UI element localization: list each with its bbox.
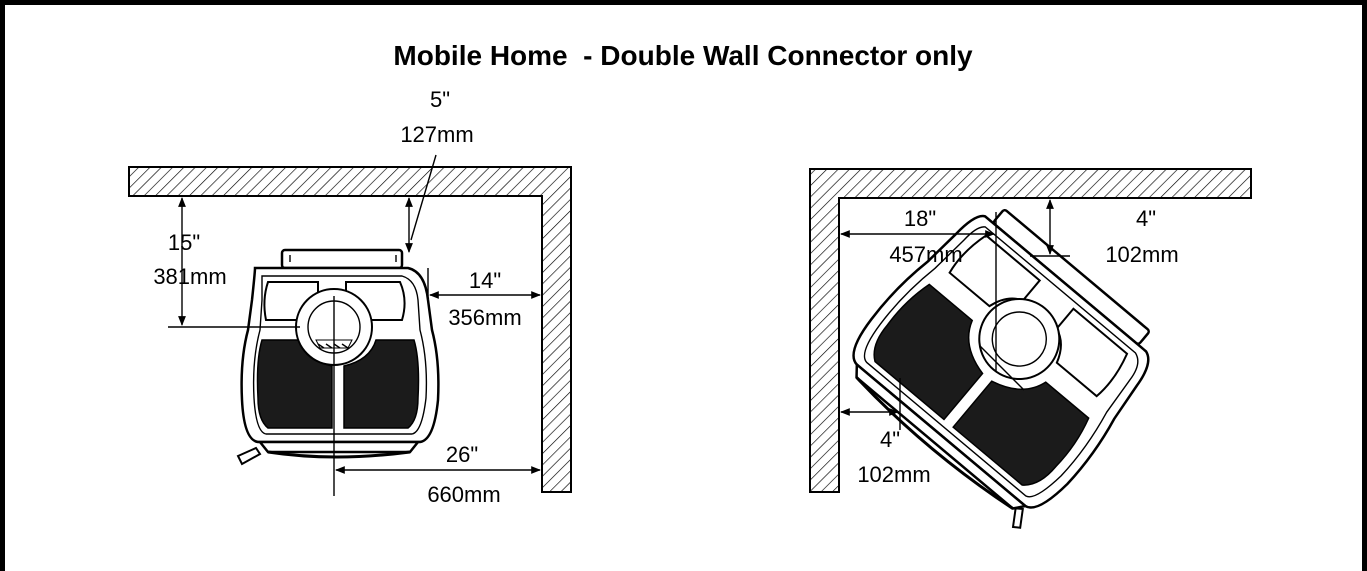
left-stove — [236, 248, 440, 466]
left-flue-to-wall-mm: 660mm — [427, 482, 500, 507]
diagram-title: Mobile Home - Double Wall Connector only — [393, 40, 973, 71]
left-side-clearance-mm: 381mm — [153, 264, 226, 289]
left-flue-to-wall-inches: 26" — [446, 442, 478, 467]
left-installation-diagram: 15" 381mm 5" 127mm 14" 356mm 26" 660mm — [128, 87, 572, 507]
left-right-clearance-inches: 14" — [469, 268, 501, 293]
right-flue-offset-inches: 18" — [904, 206, 936, 231]
right-rear-clearance-inches: 4" — [1136, 206, 1156, 231]
right-rear-clearance-mm: 102mm — [1105, 242, 1178, 267]
right-stove — [852, 208, 1150, 529]
left-side-clearance-inches: 15" — [168, 230, 200, 255]
right-installation-diagram: 18" 457mm 4" 102mm 4" 102mm — [809, 168, 1252, 529]
right-side-clearance-inches: 4" — [880, 427, 900, 452]
right-wall — [809, 168, 1252, 493]
left-rear-clearance-inches: 5" — [430, 87, 450, 112]
left-right-clearance-mm: 356mm — [448, 305, 521, 330]
left-wall — [128, 166, 572, 493]
left-rear-clearance-mm: 127mm — [400, 122, 473, 147]
left-stove-handle — [236, 446, 262, 466]
right-side-clearance-mm: 102mm — [857, 462, 930, 487]
right-flue-offset-mm: 457mm — [889, 242, 962, 267]
